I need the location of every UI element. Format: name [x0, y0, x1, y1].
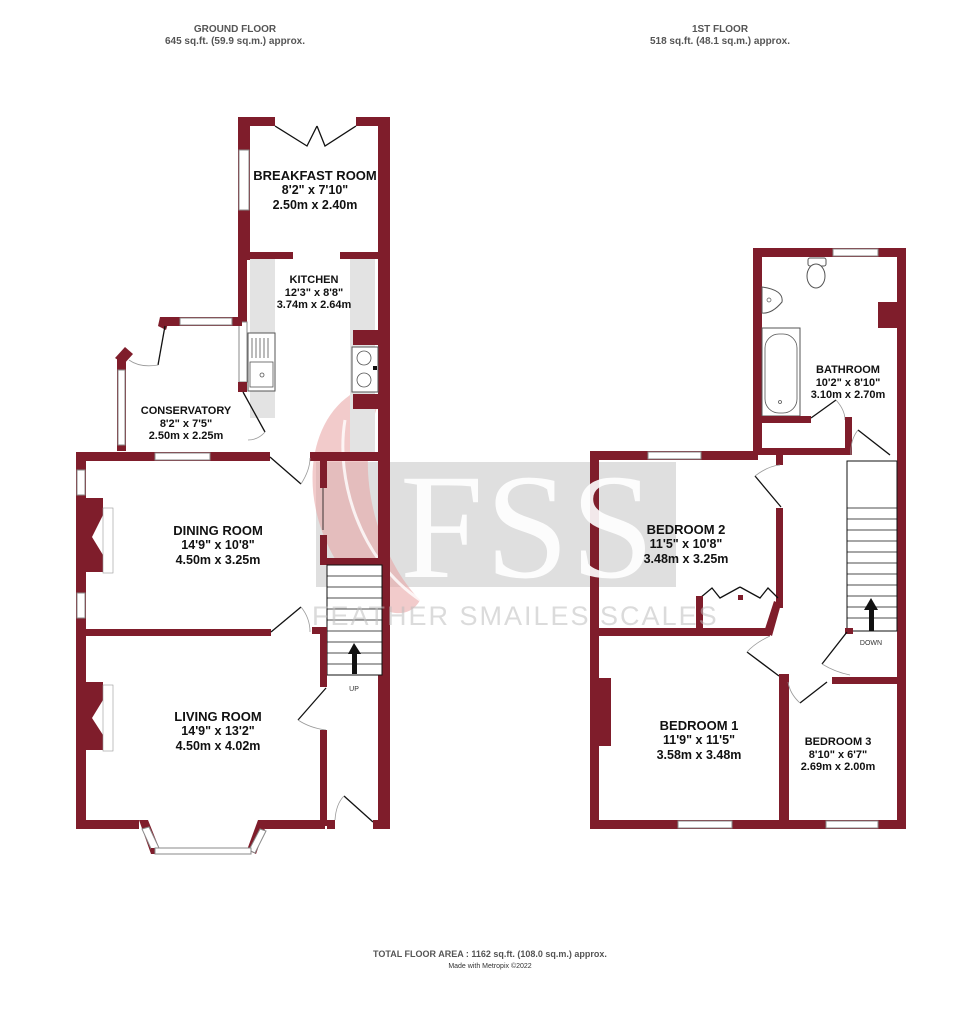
room-name: LIVING ROOM [174, 709, 262, 724]
total-floor-area: TOTAL FLOOR AREA : 1162 sq.ft. (108.0 sq… [373, 949, 607, 959]
room-name: BEDROOM 2 [646, 522, 726, 537]
room-imperial: 12'3" x 8'8" [284, 287, 344, 299]
room-metric: 2.50m x 2.40m [272, 198, 358, 212]
room-imperial: 14'9" x 10'8" [181, 538, 255, 552]
bathroom-window [832, 248, 879, 257]
dining-window [154, 452, 211, 461]
ground-floor-header: GROUND FLOOR 645 sq.ft. (59.9 sq.m.) app… [85, 24, 385, 48]
room-name: BATHROOM [816, 364, 880, 376]
room-bedroom-2: BEDROOM 2 11'5" x 10'8" 3.48m x 3.25m [644, 522, 729, 567]
dining-door-bottom [270, 606, 302, 633]
room-imperial: 14'9" x 13'2" [181, 724, 255, 738]
room-imperial: 8'10" x 6'7" [808, 749, 868, 761]
stair-down-arrow-icon [864, 598, 878, 610]
first-floor-title: 1ST FLOOR [691, 24, 749, 35]
room-imperial: 10'2" x 8'10" [815, 377, 881, 389]
watermark-fss: FSS [400, 444, 657, 610]
dining-door-top [269, 456, 302, 485]
stair-up-arrow-icon [348, 643, 361, 654]
room-metric: 3.10m x 2.70m [810, 389, 886, 401]
bathroom-door [810, 399, 837, 419]
room-kitchen: KITCHEN 12'3" x 8'8" 3.74m x 2.64m [277, 274, 352, 311]
kitchen-door [242, 391, 266, 433]
room-dining-room: DINING ROOM 14'9" x 10'8" 4.50m x 3.25m [173, 523, 263, 568]
bedroom3-window [825, 820, 879, 829]
bedroom2-window [647, 451, 702, 460]
room-imperial: 11'5" x 10'8" [649, 537, 723, 551]
room-name: BEDROOM 1 [659, 718, 739, 733]
room-breakfast-room: BREAKFAST ROOM 8'2" x 7'10" 2.50m x 2.40… [253, 168, 377, 213]
wardrobe [699, 586, 779, 600]
ground-floor-plan [76, 117, 390, 855]
basin [761, 286, 783, 314]
landing-door [857, 429, 891, 456]
room-name: CONSERVATORY [140, 405, 232, 417]
bedroom3-landing-door [821, 631, 848, 665]
french-door-left [274, 125, 318, 147]
bedroom3-door [799, 681, 828, 704]
room-metric: 3.48m x 3.25m [643, 552, 729, 566]
toilet [806, 257, 827, 289]
room-metric: 4.50m x 4.02m [175, 739, 261, 753]
ground-floor-area: 645 sq.ft. (59.9 sq.m.) approx. [164, 36, 306, 47]
french-door-right [316, 125, 357, 147]
staircase-ground [326, 564, 383, 676]
staircase-first [846, 460, 898, 632]
first-floor-header: 1ST FLOOR 518 sq.ft. (48.1 sq.m.) approx… [570, 24, 870, 48]
room-metric: 2.50m x 2.25m [148, 430, 224, 442]
first-floor-area: 518 sq.ft. (48.1 sq.m.) approx. [649, 36, 791, 47]
room-imperial: 8'2" x 7'5" [159, 418, 213, 430]
room-living-room: LIVING ROOM 14'9" x 13'2" 4.50m x 4.02m [174, 709, 261, 754]
ground-floor-title: GROUND FLOOR [193, 24, 277, 35]
room-bedroom-3: BEDROOM 3 8'10" x 6'7" 2.69m x 2.00m [801, 736, 876, 773]
room-name: DINING ROOM [173, 523, 263, 538]
room-name: BREAKFAST ROOM [253, 168, 377, 183]
room-conservatory: CONSERVATORY 8'2" x 7'5" 2.50m x 2.25m [141, 405, 231, 442]
conservatory-window-top [179, 317, 233, 326]
watermark-company: FEATHER SMAILES SCALES [312, 601, 719, 631]
room-metric: 4.50m x 3.25m [175, 553, 261, 567]
kitchen-sink [247, 332, 276, 392]
room-imperial: 8'2" x 7'10" [281, 183, 349, 197]
room-metric: 3.74m x 2.64m [276, 299, 352, 311]
conservatory-door [157, 325, 166, 366]
room-name: BEDROOM 3 [804, 736, 872, 748]
room-bedroom-1: BEDROOM 1 11'9" x 11'5" 3.58m x 3.48m [657, 718, 742, 763]
room-metric: 3.58m x 3.48m [656, 748, 742, 762]
bedroom2-door [754, 475, 782, 508]
stair-down-label: DOWN [859, 640, 883, 647]
room-bathroom: BATHROOM 10'2" x 8'10" 3.10m x 2.70m [811, 364, 886, 401]
bedroom1-door [746, 651, 780, 677]
room-metric: 2.69m x 2.00m [800, 761, 876, 773]
first-floor-plan [590, 248, 906, 829]
front-door [343, 795, 374, 823]
room-imperial: 11'9" x 11'5" [662, 733, 736, 747]
credit-text: Made with Metropix ©2022 [448, 963, 532, 970]
breakfast-window [238, 149, 250, 211]
room-name: KITCHEN [289, 274, 339, 286]
bedroom1-window [677, 820, 733, 829]
bathtub [761, 327, 801, 417]
stair-up-label: UP [349, 686, 359, 693]
living-door [297, 687, 327, 721]
kitchen-hob [351, 346, 379, 393]
